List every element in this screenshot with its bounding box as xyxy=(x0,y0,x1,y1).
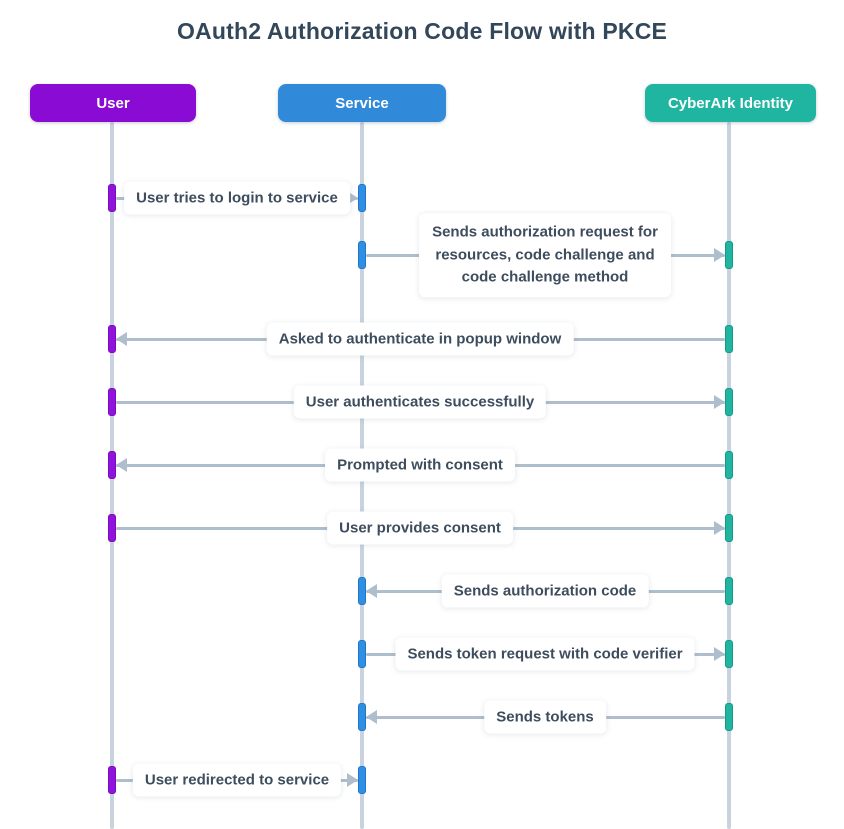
arrowhead-left-icon xyxy=(116,458,127,472)
activation-bar-cyberark xyxy=(725,388,733,416)
activation-bar-cyberark xyxy=(725,325,733,353)
activation-bar-service xyxy=(358,241,366,269)
actor-label-cyberark-identity: CyberArk Identity xyxy=(667,94,794,112)
arrowhead-left-icon xyxy=(366,710,377,724)
activation-bar-cyberark xyxy=(725,640,733,668)
arrowhead-right-icon xyxy=(714,248,725,262)
activation-bar-user xyxy=(108,388,116,416)
message-label: User tries to login to service xyxy=(124,181,350,215)
message-label: Sends tokens xyxy=(484,700,606,734)
diagram-title: OAuth2 Authorization Code Flow with PKCE xyxy=(176,18,668,44)
message-label: Sends authorization request for resource… xyxy=(419,213,671,297)
activation-bar-cyberark xyxy=(725,241,733,269)
message-label: User provides consent xyxy=(327,511,513,545)
message-label: Prompted with consent xyxy=(325,448,515,482)
message-label: Sends token request with code verifier xyxy=(395,637,695,671)
actor-box-user: User xyxy=(30,84,196,122)
activation-bar-service xyxy=(358,640,366,668)
message-label: User authenticates successfully xyxy=(293,385,547,419)
activation-bar-cyberark xyxy=(725,577,733,605)
arrowhead-right-icon xyxy=(714,395,725,409)
activation-bar-user xyxy=(108,766,116,794)
arrowhead-left-icon xyxy=(366,584,377,598)
actor-box-cyberark-identity: CyberArk Identity xyxy=(645,84,816,122)
activation-bar-cyberark xyxy=(725,451,733,479)
activation-bar-service xyxy=(358,703,366,731)
arrowhead-right-icon xyxy=(347,773,358,787)
message-label: Asked to authenticate in popup window xyxy=(266,322,574,356)
activation-bar-user xyxy=(108,451,116,479)
activation-bar-service xyxy=(358,184,366,212)
activation-bar-user xyxy=(108,184,116,212)
arrowhead-right-icon xyxy=(714,647,725,661)
activation-bar-service xyxy=(358,577,366,605)
activation-bar-service xyxy=(358,766,366,794)
arrowhead-left-icon xyxy=(116,332,127,346)
message-label: User redirected to service xyxy=(132,763,342,797)
activation-bar-cyberark xyxy=(725,703,733,731)
activation-bar-user xyxy=(108,514,116,542)
actor-label-service: Service xyxy=(335,94,389,112)
message-label: Sends authorization code xyxy=(441,574,649,608)
arrowhead-right-icon xyxy=(347,191,358,205)
activation-bar-user xyxy=(108,325,116,353)
actor-box-service: Service xyxy=(278,84,446,122)
actor-label-user: User xyxy=(96,94,130,112)
activation-bar-cyberark xyxy=(725,514,733,542)
arrowhead-right-icon xyxy=(714,521,725,535)
